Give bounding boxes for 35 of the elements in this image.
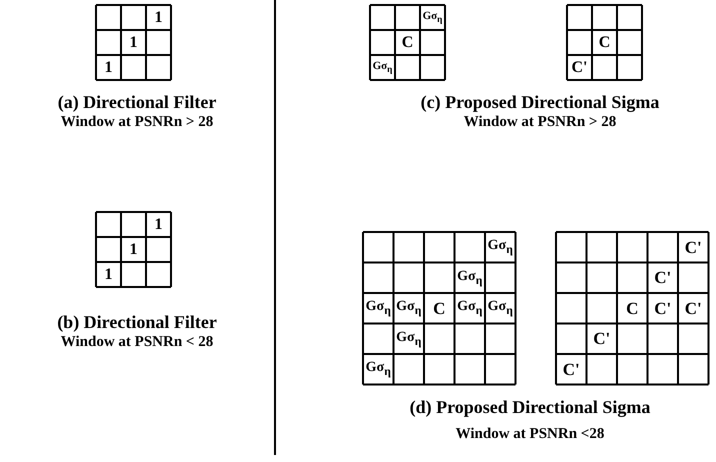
cell-value: Gσ$_{η}$ (366, 361, 391, 378)
cell-value: 1 (104, 60, 112, 76)
cell-value: 1 (154, 216, 162, 232)
figure-caption: (a) Directional Filter (58, 93, 216, 111)
cell-value: C' (684, 238, 702, 256)
cell-value: C' (593, 330, 610, 348)
cell-value: 1 (130, 34, 138, 50)
caption-subtitle: Window at PSNRn > 28 (60, 115, 214, 130)
cell-value: Gσ$_{η}$ (488, 239, 513, 256)
cell-value: Gσ$_{η}$ (488, 300, 513, 316)
cell-value: 1 (104, 266, 112, 282)
cell-value: C' (562, 360, 580, 378)
cell-value: C (598, 34, 610, 50)
caption-subtitle: Window at PSNRn <28 (456, 427, 604, 442)
cell-value: Gσ$_{η}$ (396, 330, 422, 347)
cell-value: 1 (154, 10, 162, 26)
cell-value: C' (654, 300, 672, 317)
cell-value: C' (684, 300, 702, 317)
cell-value: C (626, 300, 638, 317)
figure-caption: (c) Proposed Directional Sigma (420, 93, 660, 111)
figure-caption: (b) Directional Filter (57, 313, 217, 331)
cell-value: Gσ$_{η}$ (366, 300, 391, 316)
cell-value: C' (572, 60, 588, 76)
cell-value: C (433, 300, 446, 317)
cell-value: C (402, 34, 414, 50)
caption-subtitle: Window at PSNRn > 28 (464, 115, 616, 130)
cell-value: Gσ$_{η}$ (396, 300, 422, 316)
caption-subtitle: Window at PSNRn < 28 (60, 335, 214, 350)
cell-value: 1 (130, 242, 138, 258)
figure-caption: (d) Proposed Directional Sigma (410, 398, 650, 416)
cell-value: Gσ$_{η}$ (422, 10, 442, 24)
cell-value: Gσ$_{η}$ (457, 300, 482, 316)
cell-value: C' (654, 269, 672, 286)
cell-value: Gσ$_{η}$ (372, 60, 392, 74)
cell-value: Gσ$_{η}$ (457, 270, 482, 286)
